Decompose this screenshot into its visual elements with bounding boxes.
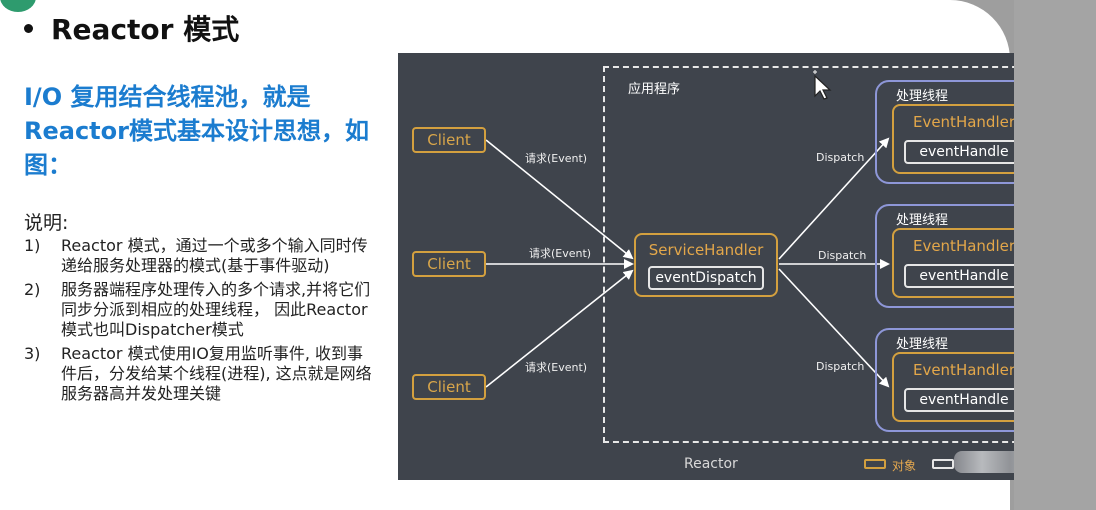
service-handler: ServiceHandler eventDispatch	[634, 233, 778, 297]
dispatch-label: Dispatch	[816, 151, 865, 164]
event-handle-method: eventHandle	[904, 388, 1024, 412]
event-handle-method: eventHandle	[904, 264, 1024, 288]
reactor-label: Reactor	[684, 456, 738, 472]
event-handler-title: EventHandler	[912, 361, 1016, 379]
description-list: 1) Reactor 模式，通过一个或多个输入同时传递给服务处理器的模式(基于事…	[24, 236, 376, 408]
thread-label: 处理线程	[896, 337, 949, 352]
dispatch-label: Dispatch	[816, 360, 865, 373]
event-dispatch-method: eventDispatch	[648, 266, 764, 290]
service-handler-title: ServiceHandler	[648, 241, 764, 259]
description-item: 2) 服务器端程序处理传入的多个请求,并将它们同步分派到相应的处理线程， 因此R…	[24, 280, 376, 340]
event-handler-title: EventHandler	[912, 237, 1016, 255]
client-node: Client	[412, 374, 486, 400]
diagram-arrows	[485, 137, 890, 388]
item-text: 服务器端程序处理传入的多个请求,并将它们同步分派到相应的处理线程， 因此Reac…	[61, 280, 371, 339]
request-label: 请求(Event)	[525, 361, 588, 374]
slide-title: Reactor 模式	[24, 8, 239, 48]
event-handler-title: EventHandler	[912, 113, 1016, 131]
dispatch-arrow-3	[778, 268, 890, 388]
reactor-diagram: 应用程序 Client Client Client 请求(Event) 请求(E…	[398, 53, 1072, 480]
slide: Reactor 模式 I/O 复用结合线程池，就是 Reactor模式基本设计思…	[0, 0, 1072, 510]
request-arrow-1	[485, 139, 634, 260]
request-label: 请求(Event)	[529, 247, 592, 260]
bullet-icon	[24, 23, 33, 33]
dispatch-label: Dispatch	[818, 249, 867, 262]
item-number: 1)	[24, 236, 41, 255]
client-node: Client	[412, 251, 486, 277]
request-label: 请求(Event)	[525, 152, 588, 165]
item-number: 3)	[24, 344, 41, 363]
request-arrow-3	[485, 269, 634, 388]
application-label: 应用程序	[628, 82, 681, 97]
slide-subtitle: I/O 复用结合线程池，就是 Reactor模式基本设计思想，如图：	[24, 83, 369, 179]
item-text: Reactor 模式使用IO复用监听事件, 收到事件后，分发给某个线程(进程),…	[61, 344, 372, 403]
description-item: 3) Reactor 模式使用IO复用监听事件, 收到事件后，分发给某个线程(进…	[24, 344, 376, 404]
corner-decoration	[0, 0, 36, 12]
legend-object-label: 对象	[892, 459, 917, 473]
side-panel	[1014, 0, 1096, 510]
slide-title-text: Reactor 模式	[51, 13, 240, 46]
legend-method-swatch	[932, 459, 954, 469]
dispatch-arrow-1	[778, 137, 890, 260]
item-number: 2)	[24, 280, 41, 299]
description-item: 1) Reactor 模式，通过一个或多个输入同时传递给服务处理器的模式(基于事…	[24, 236, 376, 276]
item-text: Reactor 模式，通过一个或多个输入同时传递给服务处理器的模式(基于事件驱动…	[61, 236, 368, 275]
mouse-cursor-icon	[813, 70, 832, 100]
thread-label: 处理线程	[896, 213, 949, 228]
legend-object-swatch	[864, 459, 886, 469]
thread-label: 处理线程	[896, 89, 949, 104]
client-node: Client	[412, 127, 486, 153]
event-handle-method: eventHandle	[904, 140, 1024, 164]
description-heading: 说明:	[24, 212, 69, 234]
